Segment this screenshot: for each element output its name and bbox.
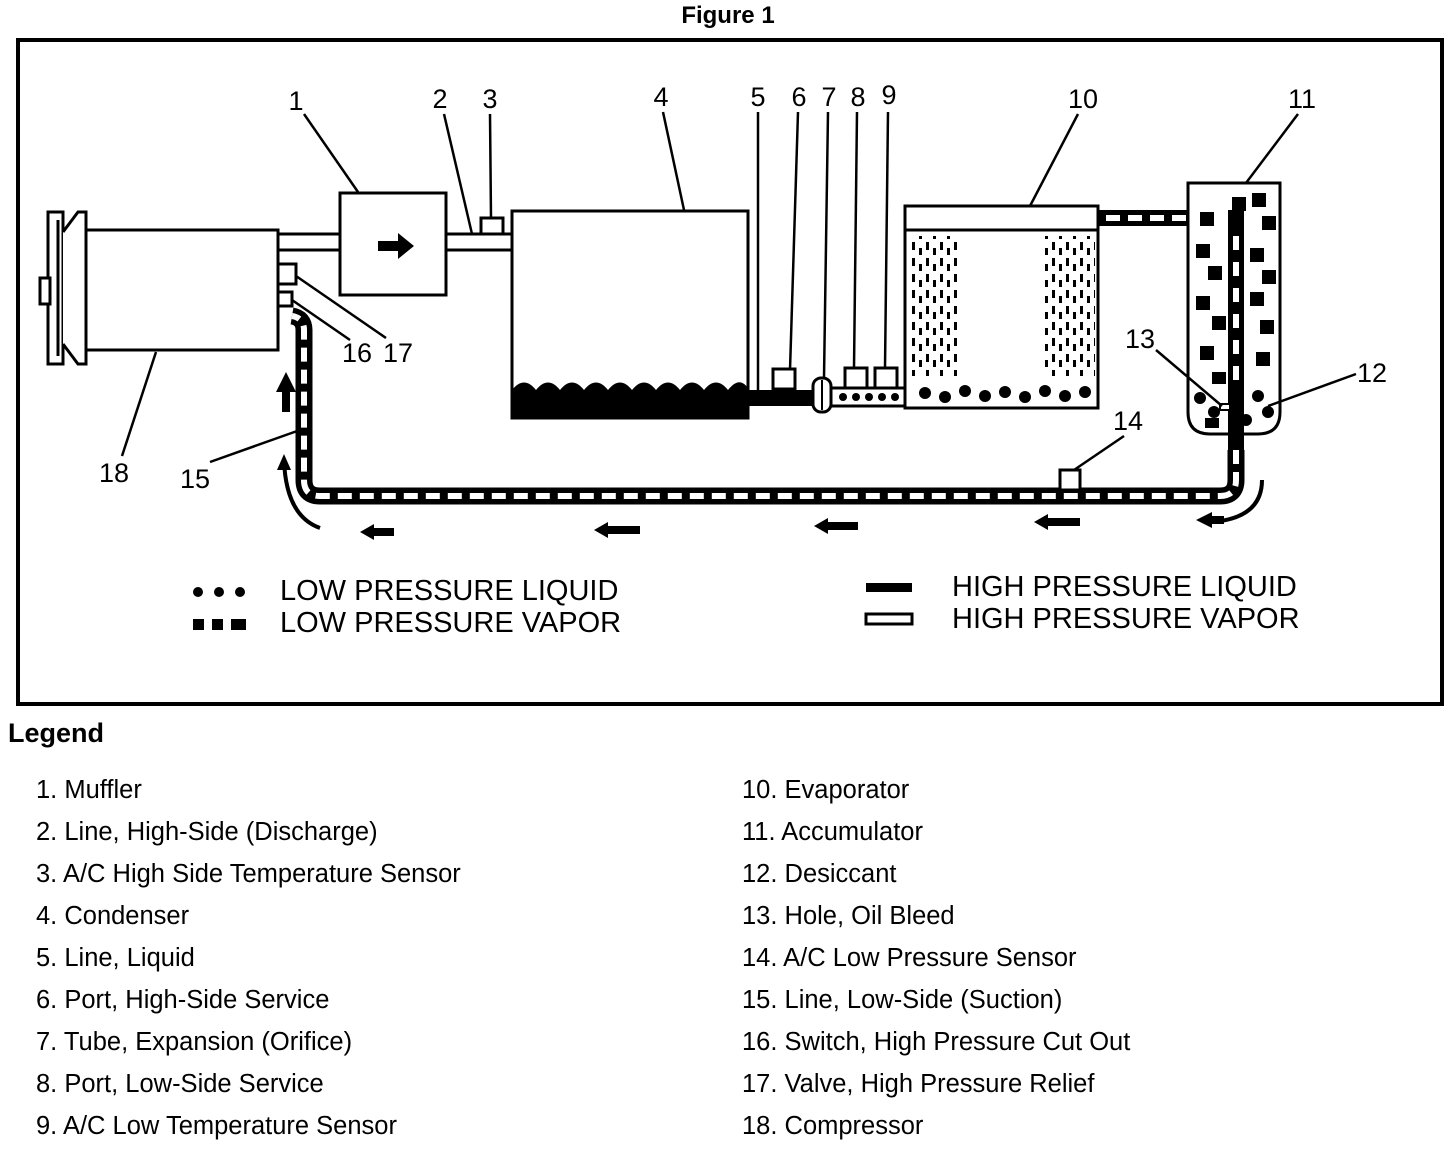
legend-item: 6. Port, High-Side Service: [36, 986, 330, 1014]
callout-7: 7: [821, 82, 836, 112]
figure-title: Figure 1: [681, 2, 775, 29]
key-low-pressure-liquid: LOW PRESSURE LIQUID: [280, 575, 618, 607]
callout-4: 4: [653, 82, 668, 112]
callout-17: 17: [383, 338, 413, 368]
callout-6: 6: [791, 82, 806, 112]
evaporator-outlet-line: [1098, 210, 1190, 226]
callout-13: 13: [1125, 324, 1155, 354]
oil-bleed-hole: [1219, 403, 1231, 411]
low-temperature-sensor: [873, 366, 899, 390]
legend-item: 2. Line, High-Side (Discharge): [36, 818, 378, 846]
high-side-temperature-sensor: [479, 216, 505, 236]
discharge-line-segment: [276, 232, 342, 252]
legend-item: 5. Line, Liquid: [36, 944, 195, 972]
leader-lines: [120, 111, 1357, 472]
callout-8: 8: [850, 82, 865, 112]
legend-list-right: 10. Evaporator 11. Accumulator 12. Desic…: [742, 772, 1130, 1150]
legend-item: 15. Line, Low-Side (Suction): [742, 986, 1063, 1014]
legend-item: 10. Evaporator: [742, 776, 910, 804]
legend-item: 4. Condenser: [36, 902, 190, 930]
muffler: [338, 191, 448, 297]
legend-item: 9. A/C Low Temperature Sensor: [36, 1112, 397, 1140]
legend-item: 14. A/C Low Pressure Sensor: [742, 944, 1077, 972]
flow-arrows: [276, 372, 1264, 540]
callout-1: 1: [288, 86, 303, 116]
callout-16: 16: [342, 338, 372, 368]
ac-system-diagram: 1 2 3 4 5 6 7 8 9 10 11 12 13 14 15 16 1…: [16, 38, 1444, 706]
legend-item: 12. Desiccant: [742, 860, 897, 888]
figure-frame: [16, 38, 1444, 706]
legend-heading: Legend: [8, 718, 105, 748]
callout-11: 11: [1288, 84, 1316, 114]
legend-list-left: 1. Muffler 2. Line, High-Side (Discharge…: [36, 772, 461, 1150]
legend-item: 3. A/C High Side Temperature Sensor: [36, 860, 461, 888]
callout-10: 10: [1068, 84, 1098, 114]
legend-item: 13. Hole, Oil Bleed: [742, 902, 955, 930]
legend-item: 7. Tube, Expansion (Orifice): [36, 1028, 353, 1056]
key-high-pressure-vapor: HIGH PRESSURE VAPOR: [952, 603, 1300, 635]
legend-item: 11. Accumulator: [742, 818, 923, 846]
high-side-discharge-line: [444, 232, 514, 252]
compressor: [38, 210, 280, 366]
callout-15: 15: [180, 464, 210, 494]
legend-item: 18. Compressor: [742, 1112, 924, 1140]
callout-2: 2: [432, 84, 447, 114]
legend-item: 16. Switch, High Pressure Cut Out: [742, 1028, 1131, 1056]
evaporator: [903, 204, 1100, 410]
callout-12: 12: [1357, 358, 1387, 388]
legend-item: 1. Muffler: [36, 776, 142, 804]
callout-9: 9: [881, 80, 896, 110]
liquid-line: [748, 390, 818, 406]
evaporator-inlet-line: [829, 386, 907, 408]
state-key: LOW PRESSURE LIQUID LOW PRESSURE VAPOR H…: [193, 571, 1300, 639]
low-side-service-port: [843, 366, 869, 390]
legend-item: 17. Valve, High Pressure Relief: [742, 1070, 1095, 1098]
key-high-pressure-liquid: HIGH PRESSURE LIQUID: [952, 571, 1297, 603]
expansion-tube: [811, 376, 833, 414]
legend-item: 8. Port, Low-Side Service: [36, 1070, 324, 1098]
callout-5: 5: [750, 82, 765, 112]
condenser: [510, 209, 750, 420]
callout-3: 3: [482, 84, 497, 114]
high-side-service-port: [771, 367, 797, 391]
callout-14: 14: [1113, 406, 1143, 436]
high-pressure-cutout-switch: [276, 290, 294, 308]
low-pressure-sensor: [1058, 468, 1082, 492]
key-low-pressure-vapor: LOW PRESSURE VAPOR: [280, 607, 621, 639]
callout-18: 18: [99, 458, 129, 488]
low-side-suction-line: [290, 307, 1245, 505]
accumulator-j-tube: [1228, 210, 1244, 450]
high-pressure-relief-valve: [276, 262, 298, 286]
